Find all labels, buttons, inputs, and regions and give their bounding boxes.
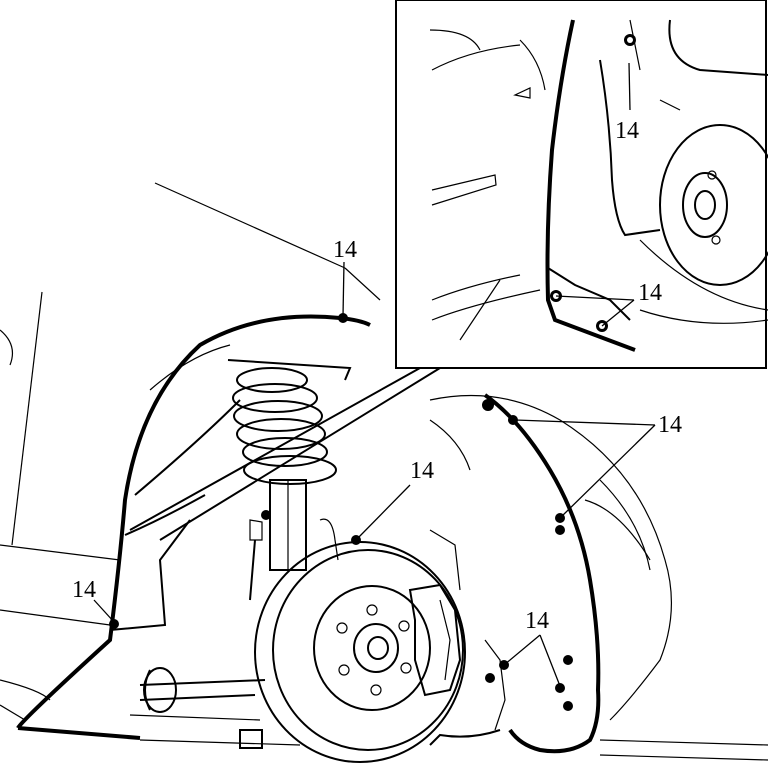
detail-pointer-upper: [129, 367, 421, 531]
coil-spring-strut: [227, 359, 352, 601]
callout-label: 14: [333, 237, 357, 263]
callout-label: 14: [72, 577, 96, 603]
callout-label: 14: [615, 118, 639, 144]
car-body-outline: [0, 182, 768, 761]
callout-label: 14: [410, 458, 434, 484]
callout-label: 14: [525, 608, 549, 634]
callout-label: 14: [658, 412, 682, 438]
callout-label: 14: [638, 280, 662, 306]
detail-inset: [395, 0, 768, 369]
fastener-markers: [109, 313, 573, 711]
detail-pointer-lower: [159, 367, 441, 541]
wheel-arch-liner: [16, 314, 601, 754]
leader-lines: [93, 62, 656, 687]
lower-control-arm: [129, 667, 301, 749]
brake-disc-hub: [254, 529, 466, 763]
